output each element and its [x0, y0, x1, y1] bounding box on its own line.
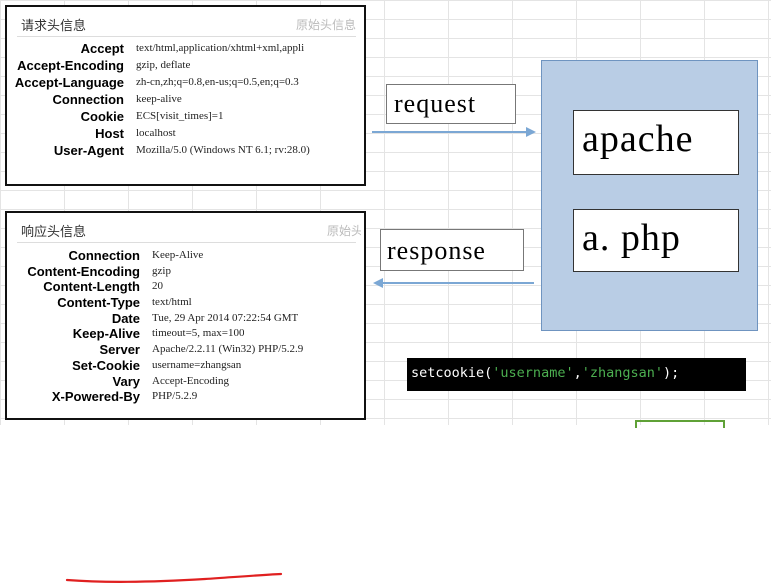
header-row: Host localhost — [7, 126, 364, 143]
header-value: Accept-Encoding — [152, 374, 229, 387]
header-key: X-Powered-By — [51, 389, 140, 405]
header-value: text/html — [152, 296, 192, 309]
request-panel-title: 请求头信息 — [21, 19, 87, 34]
header-row: User-Agent Mozilla/5.0 (Windows NT 6.1; … — [7, 143, 364, 160]
code-function-name: setcookie — [411, 365, 485, 381]
header-row: Connection Keep-Alive — [7, 248, 364, 264]
header-key: Host — [95, 126, 124, 141]
header-row: Keep-Alive timeout=5, max=100 — [7, 326, 364, 342]
request-label: request — [386, 84, 516, 124]
header-value: gzip — [152, 264, 171, 277]
header-value: gzip, deflate — [136, 59, 191, 71]
request-headers-table: Accept text/html,application/xhtml+xml,a… — [7, 41, 364, 160]
header-value: zh-cn,zh;q=0.8,en-us;q=0.5,en;q=0.3 — [136, 76, 299, 88]
response-raw-headers-link[interactable]: 原始头 — [327, 224, 361, 238]
php-script-box: a. php — [573, 209, 739, 272]
code-comma: , — [573, 365, 582, 381]
header-key: User-Agent — [53, 143, 124, 158]
header-value: PHP/5.2.9 — [152, 390, 198, 403]
header-row: Accept text/html,application/xhtml+xml,a… — [7, 41, 364, 58]
header-key: Content-Type — [57, 295, 140, 311]
header-key: Connection — [52, 92, 125, 107]
set-cookie-highlight-underline — [65, 572, 283, 583]
header-row: Accept-Encoding gzip, deflate — [7, 58, 364, 75]
header-value: username=zhangsan — [152, 358, 242, 371]
header-key: Accept-Language — [14, 75, 124, 90]
response-arrow — [373, 278, 534, 288]
header-key: Set-Cookie — [72, 357, 140, 373]
selected-cell-border — [635, 420, 725, 428]
request-raw-headers-link[interactable]: 原始头信息 — [295, 18, 356, 32]
header-key: Content-Encoding — [27, 263, 140, 279]
header-row-set-cookie: Set-Cookie username=zhangsan — [7, 358, 364, 374]
apache-box: apache — [573, 110, 739, 175]
header-row: Content-Encoding gzip — [7, 264, 364, 280]
header-row: Cookie ECS[visit_times]=1 — [7, 109, 364, 126]
header-value: 20 — [152, 280, 163, 293]
code-close-paren: ); — [663, 365, 680, 381]
code-arg-name: 'username' — [492, 365, 574, 381]
header-row: X-Powered-By PHP/5.2.9 — [7, 389, 364, 405]
header-key: Content-Length — [43, 279, 140, 295]
header-value: localhost — [136, 127, 176, 139]
response-headers-table: Connection Keep-Alive Content-Encoding g… — [7, 248, 364, 405]
header-value: Apache/2.2.11 (Win32) PHP/5.2.9 — [152, 343, 304, 356]
header-key: Server — [99, 342, 140, 358]
code-open-paren: ( — [484, 365, 493, 381]
request-panel-divider — [17, 36, 356, 37]
setcookie-code-snippet: setcookie('username','zhangsan'); — [407, 358, 746, 391]
response-panel-title: 响应头信息 — [21, 225, 87, 240]
header-key: Cookie — [80, 109, 124, 124]
header-value: Tue, 29 Apr 2014 07:22:54 GMT — [152, 311, 299, 324]
request-arrow — [372, 127, 536, 137]
request-headers-panel: 请求头信息 原始头信息 Accept text/html,application… — [5, 5, 366, 186]
header-key: Accept — [80, 41, 124, 56]
code-arg-value: 'zhangsan' — [581, 365, 663, 381]
header-row: Accept-Language zh-cn,zh;q=0.8,en-us;q=0… — [7, 75, 364, 92]
header-value: Keep-Alive — [152, 249, 204, 261]
header-row: Server Apache/2.2.11 (Win32) PHP/5.2.9 — [7, 342, 364, 358]
header-key: Connection — [68, 248, 141, 263]
response-headers-panel: 响应头信息 原始头 Connection Keep-Alive Content-… — [5, 211, 366, 583]
header-row: Content-Length 20 — [7, 279, 364, 295]
header-row: Vary Accept-Encoding — [7, 374, 364, 390]
server-box: apache a. php — [541, 60, 758, 331]
header-value: Mozilla/5.0 (Windows NT 6.1; rv:28.0) — [136, 144, 310, 156]
header-row: Content-Type text/html — [7, 295, 364, 311]
header-row: Date Tue, 29 Apr 2014 07:22:54 GMT — [7, 311, 364, 327]
header-key: Accept-Encoding — [17, 58, 124, 73]
response-panel-divider — [17, 242, 356, 243]
header-key: Date — [111, 310, 140, 326]
header-value: ECS[visit_times]=1 — [136, 110, 224, 122]
header-value: timeout=5, max=100 — [152, 327, 245, 340]
header-key: Keep-Alive — [72, 326, 140, 342]
header-value: text/html,application/xhtml+xml,appli — [136, 42, 305, 54]
response-label: response — [380, 229, 524, 271]
header-key: Vary — [112, 373, 140, 389]
header-value: keep-alive — [136, 93, 182, 105]
header-row: Connection keep-alive — [7, 92, 364, 109]
